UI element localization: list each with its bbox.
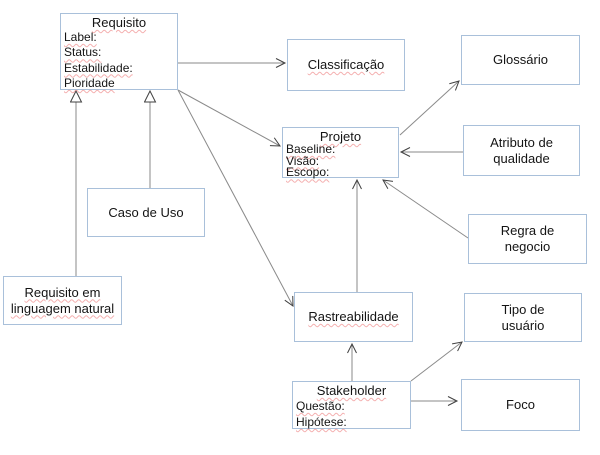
node-attribute: Label: (64, 30, 97, 44)
node-classificacao[interactable]: Classificação (287, 39, 405, 91)
node-rastreabilidade[interactable]: Rastreabilidade (294, 292, 413, 342)
node-title: Projeto (319, 129, 362, 144)
node-attribute: Visão: (286, 153, 320, 168)
node-title: Stakeholder (316, 383, 387, 398)
edge-requisito-to-projeto (177, 89, 281, 147)
node-label: Caso de Uso (108, 204, 184, 220)
node-label: Rastreabilidade (308, 309, 399, 324)
node-foco[interactable]: Foco (461, 379, 580, 431)
node-attribute: Pioridade (64, 75, 115, 90)
edge-projeto-to-glossario (399, 80, 460, 136)
edge-stakeholder-to-tipo-usuario (410, 341, 463, 382)
node-glossario[interactable]: Glossário (461, 35, 580, 85)
node-attribute: Baseline: (286, 142, 336, 156)
node-label: Glossário (493, 52, 548, 67)
node-label: Classificação (307, 57, 385, 72)
node-attribute: Estabilidade: (64, 60, 133, 75)
node-title: Requisito (91, 15, 147, 30)
node-attribute: Escopo: (286, 165, 330, 180)
edge-regra-negocio-to-projeto (382, 179, 469, 239)
node-attribute: Status: (64, 45, 102, 60)
node-attribute: Questão: (296, 399, 345, 413)
node-label: Foco (506, 397, 535, 412)
node-attribute: Hipótese: (296, 415, 347, 429)
node-caso-de-uso[interactable]: Caso de Uso (87, 188, 205, 237)
